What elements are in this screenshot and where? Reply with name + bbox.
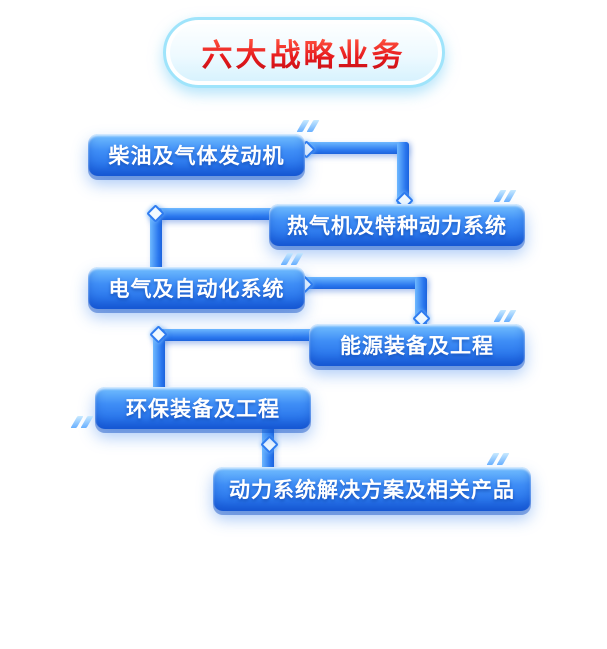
node-power-system-solutions: 动力系统解决方案及相关产品 [213, 467, 531, 511]
node-label: 柴油及气体发动机 [108, 145, 285, 168]
connector-1-horizontal [295, 142, 409, 154]
connector-4-horizontal [153, 329, 315, 341]
node-label: 能源装备及工程 [340, 335, 494, 358]
node-diesel-gas-engines: 柴油及气体发动机 [88, 134, 305, 176]
node-label: 电气及自动化系统 [108, 278, 285, 301]
node-environmental-equipment-engineering: 环保装备及工程 [95, 387, 311, 429]
node-label: 环保装备及工程 [126, 398, 280, 421]
connector-3-horizontal [295, 277, 427, 289]
node-label: 动力系统解决方案及相关产品 [229, 479, 515, 502]
page-title: 六大战略业务 [201, 38, 406, 73]
node-label: 热气机及特种动力系统 [287, 215, 507, 238]
connector-2-vertical [150, 208, 162, 270]
speed-chevron-icon [70, 416, 94, 428]
connector-2-horizontal [150, 208, 275, 220]
speed-chevron-icon [280, 253, 304, 265]
node-electrical-automation-systems: 电气及自动化系统 [88, 267, 305, 309]
speed-chevron-icon [493, 310, 517, 322]
speed-chevron-icon [493, 190, 517, 202]
speed-chevron-icon [296, 120, 320, 132]
speed-chevron-icon [486, 453, 510, 465]
title-badge: 六大战略业务 [162, 17, 445, 88]
node-energy-equipment-engineering: 能源装备及工程 [309, 324, 525, 366]
connector-4-vertical [153, 329, 165, 393]
connector-1-vertical [397, 142, 409, 208]
node-stirling-special-power-systems: 热气机及特种动力系统 [269, 204, 525, 246]
